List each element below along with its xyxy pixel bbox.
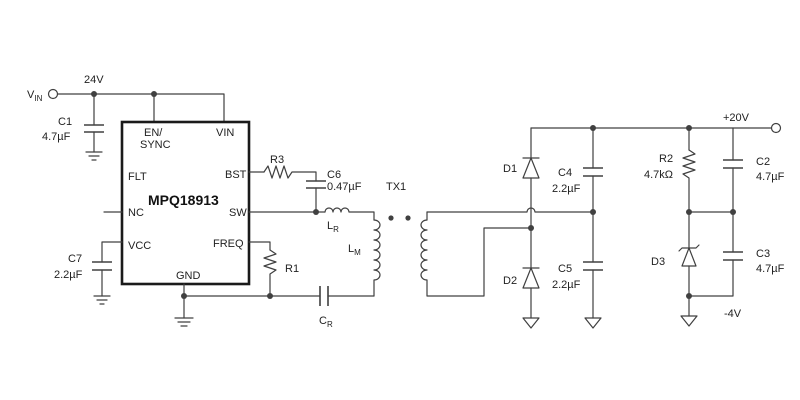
c2-capacitor [723,127,743,215]
pin-sw-label: SW [229,207,247,219]
pin-sync-label: SYNC [140,139,171,151]
plus20v-label: +20V [723,112,750,124]
c4-ref: C4 [558,167,572,179]
lr-label: LR [327,220,339,234]
pin-freq-label: FREQ [213,238,244,250]
d2-ref: D2 [503,275,517,287]
pin-bst-label: BST [225,169,247,181]
input-rail [57,91,225,123]
d1-diode [522,127,540,231]
r2-resistor [682,127,696,215]
lr-inductor [248,207,375,221]
d3-ref: D3 [651,256,665,268]
pin-vcc-label: VCC [128,240,151,252]
c3-value: 4.7µF [756,263,785,275]
r3-ref: R3 [270,154,284,166]
ic-body [120,120,251,286]
c7-capacitor [92,241,123,305]
c4-capacitor [583,127,603,215]
c2-value: 4.7µF [756,171,785,183]
c3-ref: C3 [756,248,770,260]
cr-capacitor [319,286,329,306]
c6-value: 0.47µF [327,181,362,193]
d1-ref: D1 [503,163,517,175]
tx1-primary-dot [388,215,394,221]
pin-gnd-label: GND [176,270,201,282]
r1-ref: R1 [285,263,299,275]
c1-value: 4.7µF [42,131,71,143]
c5-ref: C5 [558,263,572,275]
c1-ref: C1 [58,116,72,128]
c5-capacitor [583,211,603,329]
pin-vin-label: VIN [216,127,234,139]
ic-part-number: MPQ18913 [148,192,219,208]
positive-rail [530,125,773,131]
ic-ground [174,283,194,327]
c7-ref: C7 [68,253,82,265]
minus4v-label: -4V [724,308,742,320]
lm-inductor [373,219,381,297]
pin-flt-label: FLT [128,171,147,183]
c1-capacitor [84,93,104,161]
c3-capacitor [688,211,743,297]
cr-label: CR [319,315,333,329]
c6-capacitor [306,180,326,213]
plus20v-terminal [770,122,782,134]
c4-value: 2.2µF [552,183,581,195]
pin-nc-label: NC [128,207,144,219]
tx1-ref: TX1 [386,181,406,193]
d3-zener-diode [678,211,700,327]
c5-value: 2.2µF [552,279,581,291]
vin-label: VIN [27,89,43,103]
r1-resistor [248,241,277,297]
d2-diode [522,227,540,329]
tx1-secondary-dot [405,215,411,221]
pin-en-label: EN/ [144,127,163,139]
lm-label: LM [348,243,361,257]
r2-value: 4.7kΩ [644,169,673,181]
c6-ref: C6 [327,169,341,181]
vin-terminal [47,88,59,100]
r2-ref: R2 [659,153,673,165]
c2-ref: C2 [756,156,770,168]
r3-resistor [248,165,317,182]
input-voltage-label: 24V [84,74,104,86]
c7-value: 2.2µF [54,269,83,281]
